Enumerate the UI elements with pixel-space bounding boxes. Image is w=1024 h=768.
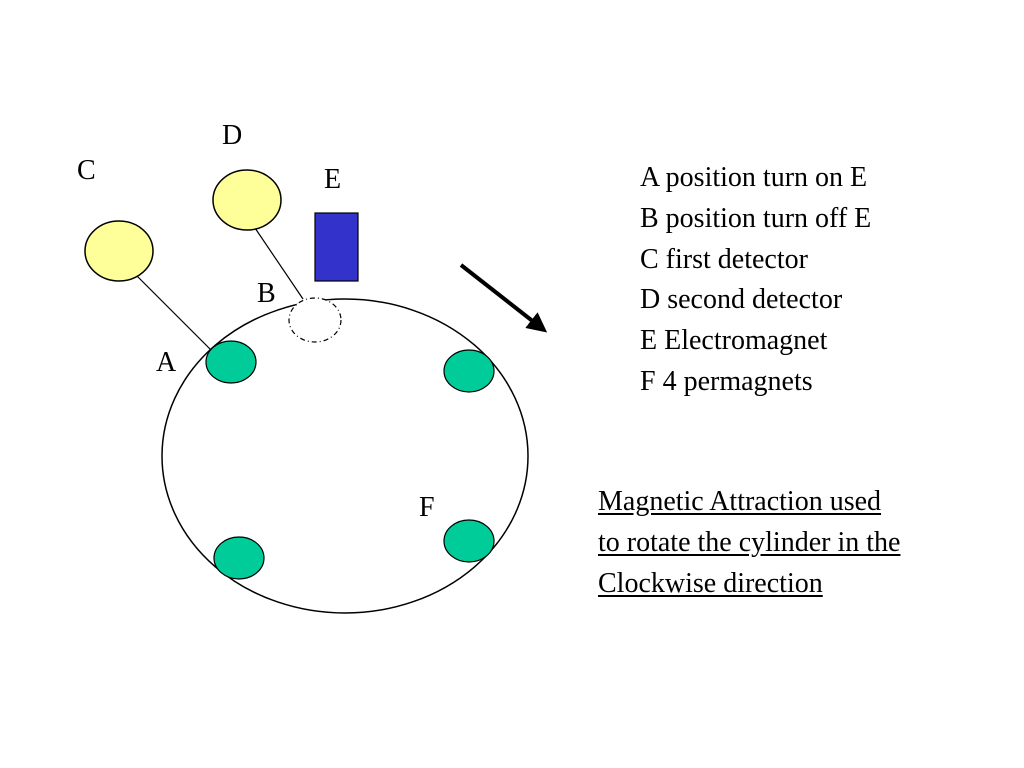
label-f: F bbox=[419, 492, 435, 523]
legend-item: C first detector bbox=[640, 243, 808, 275]
label-c: C bbox=[77, 155, 96, 186]
note-line: to rotate the cylinder in the bbox=[598, 527, 901, 558]
label-b: B bbox=[257, 278, 276, 309]
detector-d bbox=[212, 169, 282, 231]
label-d: D bbox=[222, 120, 242, 151]
arrow-down-right-icon bbox=[459, 263, 548, 333]
legend: A position turn on E B position turn off… bbox=[640, 158, 871, 403]
detector-d-wire bbox=[254, 227, 304, 300]
legend-item: B position turn off E bbox=[640, 202, 872, 234]
note-line: Clockwise direction bbox=[598, 568, 823, 599]
permanent-magnet bbox=[213, 536, 265, 580]
label-a: A bbox=[156, 347, 177, 378]
rotation-note: Magnetic Attraction used to rotate the c… bbox=[598, 481, 900, 604]
label-e: E bbox=[324, 164, 341, 195]
electromagnet bbox=[314, 212, 359, 282]
permanent-magnet bbox=[443, 349, 495, 393]
detector-c bbox=[84, 220, 154, 282]
permanent-magnet bbox=[443, 519, 495, 563]
legend-item: E Electromagnet bbox=[640, 325, 828, 357]
note-line: Magnetic Attraction used bbox=[598, 486, 882, 517]
detector-c-wire bbox=[134, 273, 212, 351]
position-b-marker bbox=[288, 297, 342, 343]
permanent-magnet bbox=[205, 340, 257, 384]
cylinder bbox=[161, 298, 529, 614]
legend-item: D second detector bbox=[640, 284, 843, 316]
legend-item: F 4 permagnets bbox=[640, 365, 813, 397]
legend-item: A position turn on E bbox=[640, 162, 868, 193]
